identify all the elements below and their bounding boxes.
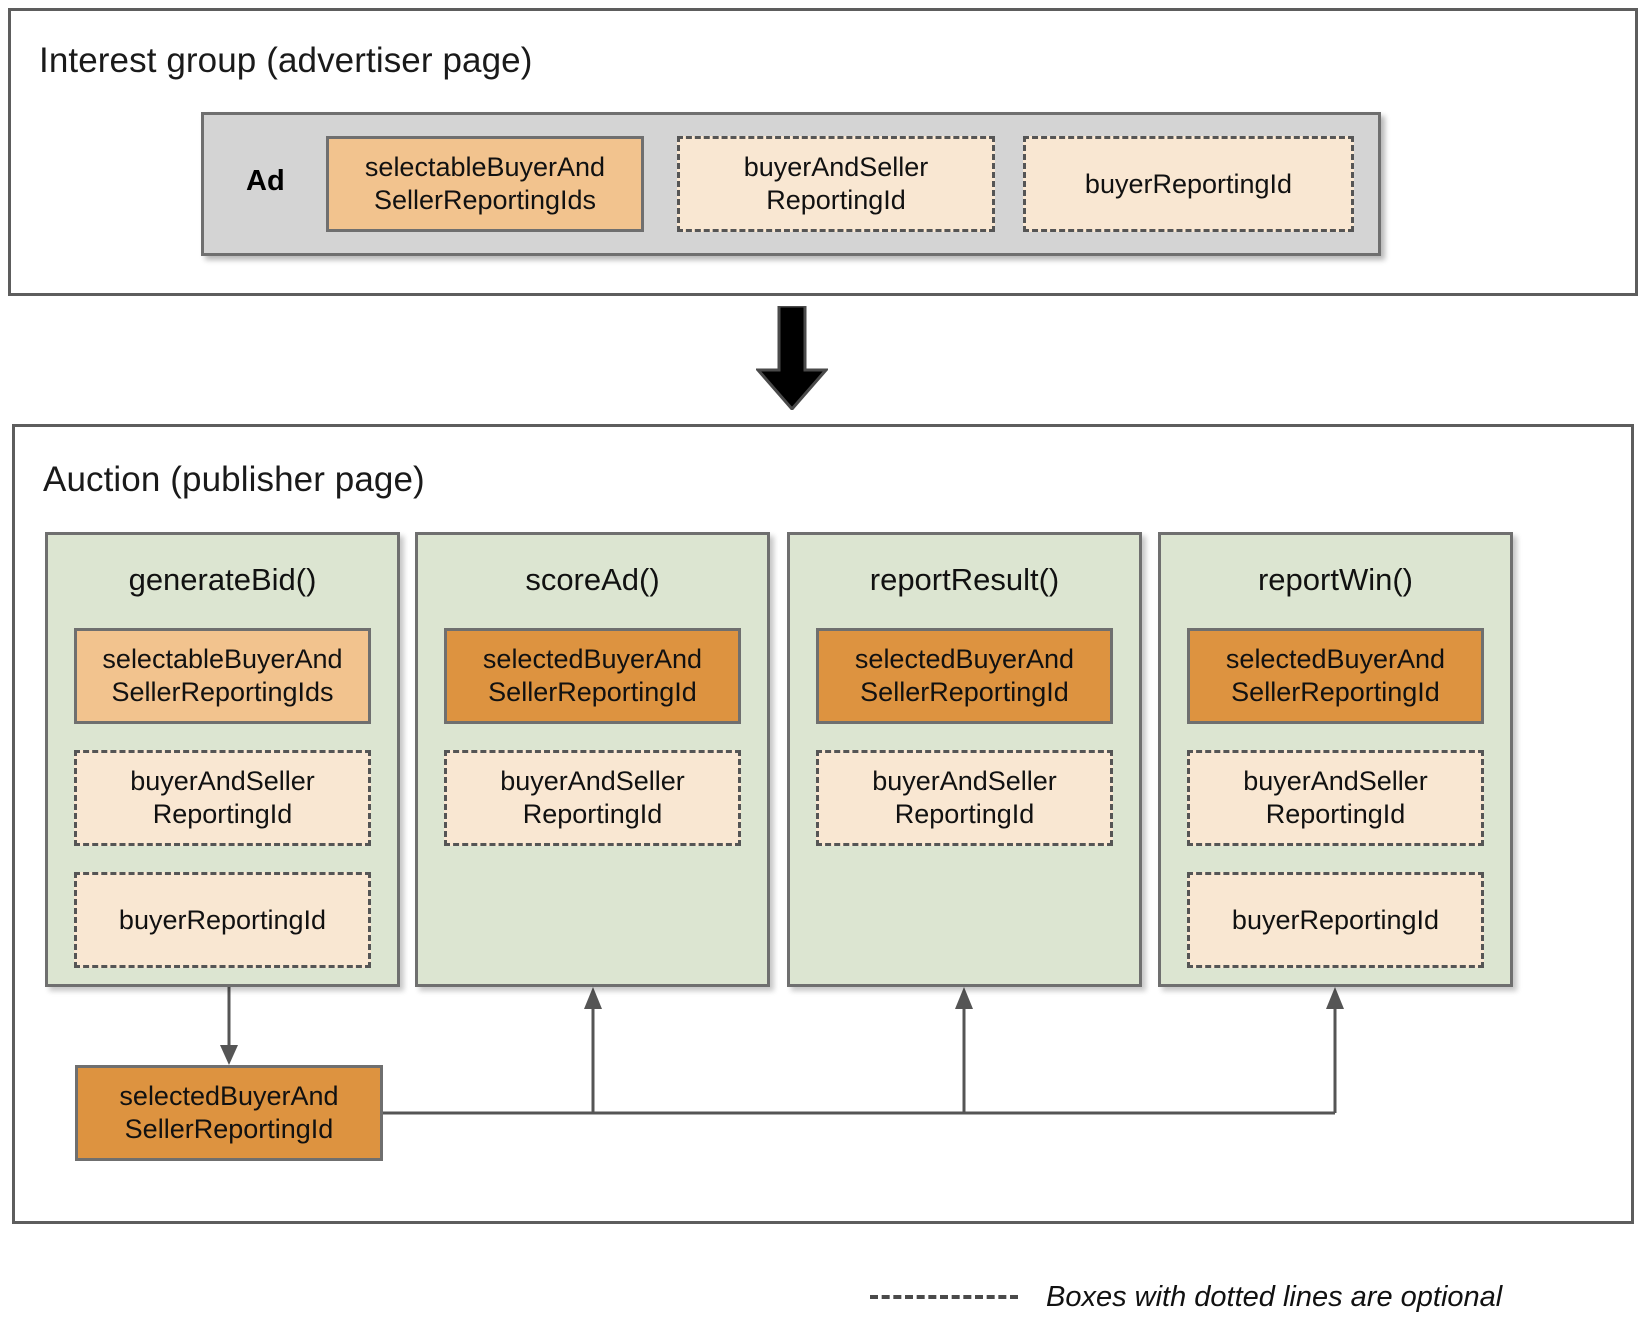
ad-label: Ad [246,165,285,197]
function-title-generatebid: generateBid() [128,562,317,597]
legend: Boxes with dotted lines are optional [870,1275,1630,1319]
ig-box-buyer-reporting-id: buyerReportingId [1023,136,1354,232]
legend-dashed-line-icon [870,1295,1018,1299]
legend-text: Boxes with dotted lines are optional [1046,1280,1503,1313]
auction-panel: Auction (publisher page) generateBid() s… [12,424,1634,1224]
function-title-scoread: scoreAd() [525,562,660,597]
down-arrow-icon [756,306,828,410]
function-title-reportresult: reportResult() [869,562,1060,597]
generatebid-box-buyer-reporting-id: buyerReportingId [74,872,371,968]
auction-title: Auction (publisher page) [43,460,425,499]
function-title-reportwin: reportWin() [1257,562,1413,597]
interest-group-title: Interest group (advertiser page) [39,41,533,80]
interest-group-panel: Interest group (advertiser page) Ad sele… [8,8,1638,296]
reportwin-box-buyer-reporting-id: buyerReportingId [1187,872,1484,968]
